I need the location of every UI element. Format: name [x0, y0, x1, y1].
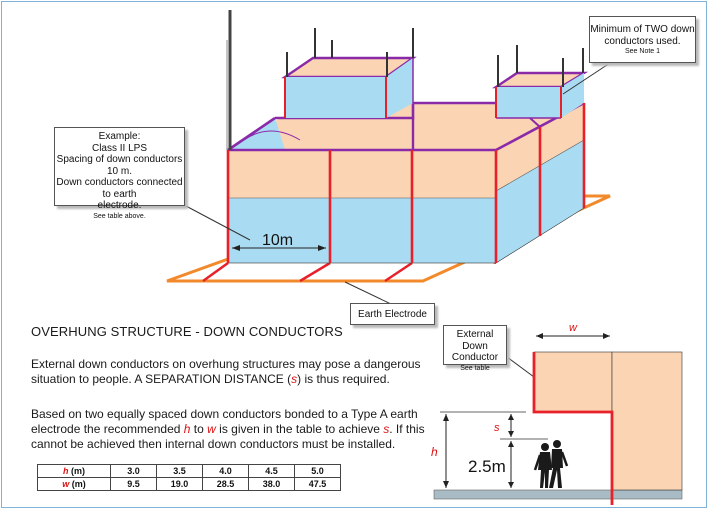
s-label: s: [494, 422, 500, 434]
dimension-arrow: [508, 414, 514, 420]
roof-block-front: [285, 77, 386, 118]
text-run: is given in the table to achieve: [215, 422, 384, 436]
roof-block-front: [496, 87, 561, 118]
dimension-arrow: [508, 441, 514, 447]
callout-line: conductors used.: [604, 35, 681, 47]
table-cell: 4.0: [202, 464, 249, 478]
text-run: situation to people. A SEPARATION DISTAN…: [31, 372, 292, 386]
h-label: h: [431, 445, 438, 459]
s-symbol: s: [291, 372, 298, 386]
table-cell: 38.0: [248, 477, 295, 491]
person-figure: [549, 440, 569, 488]
callout-line: Minimum of TWO down: [590, 24, 695, 35]
paragraph-recommendation: Based on two equally spaced down conduct…: [31, 407, 425, 452]
callout-leader: [562, 62, 611, 95]
paragraph-line: electrode the recommended h to w is give…: [31, 422, 425, 437]
text-run: . If this: [389, 422, 425, 436]
unit-label: (m): [71, 466, 85, 476]
dimension-arrow: [443, 481, 449, 488]
height-label: 2.5m: [468, 457, 506, 476]
dimension-label: 10m: [262, 232, 293, 249]
callout-note: See table: [460, 364, 490, 372]
roof-edge: [227, 116, 276, 152]
roof-block-side: [386, 58, 413, 118]
earth-connection: [384, 261, 413, 283]
overhang-upper: [533, 351, 613, 413]
callout-leader: [185, 205, 251, 241]
table-cell: 47.5: [294, 477, 341, 491]
roof-mesh-curve: [243, 130, 301, 141]
dimension-arrow: [508, 431, 514, 437]
callout-leader: [344, 281, 394, 306]
h-to-w-table: h (m) 3.0 3.5 4.0 4.5 5.0 w (m) 9.5 19.0…: [37, 464, 341, 491]
text-run: electrode the recommended: [31, 422, 184, 436]
callout-line: Spacing of down conductors 10 m.: [56, 154, 183, 177]
table-cell: 5.0: [294, 464, 341, 478]
h-symbol: h: [62, 466, 69, 476]
earth-connection: [299, 261, 331, 283]
callout-line: electrode.: [97, 200, 142, 211]
person-figure: [533, 443, 552, 488]
w-symbol: w: [62, 479, 70, 489]
dimension-arrow: [318, 245, 326, 251]
external-down-conductor: [532, 352, 614, 505]
paragraph-line: Based on two equally spaced down conduct…: [31, 407, 418, 421]
table-header-cell: w (m): [37, 477, 111, 491]
callout-line: Earth Electrode: [358, 309, 427, 320]
minimum-conductors-callout: Minimum of TWO down conductors used. See…: [589, 16, 696, 63]
table-row: w (m) 9.5 19.0 28.5 38.0 47.5: [37, 477, 341, 491]
roof-link: [529, 117, 541, 128]
s-symbol: s: [383, 422, 390, 436]
callout-line: Example:: [98, 131, 141, 142]
callout-line: Conductor: [451, 352, 499, 363]
unit-label: (m): [71, 479, 86, 489]
callout-line: Down conductors connected to earth: [56, 177, 183, 200]
ground-strip: [433, 489, 683, 500]
table-cell: 3.5: [156, 464, 203, 478]
paragraph-line: External down conductors on overhung str…: [31, 357, 421, 371]
external-down-callout: External Down Conductor See table: [443, 325, 507, 372]
text-run: to: [190, 422, 208, 436]
example-callout: Example: Class II LPS Spacing of down co…: [54, 127, 185, 220]
h-symbol: h: [183, 422, 191, 436]
overhang-body: [611, 351, 683, 491]
table-cell: 4.5: [248, 464, 295, 478]
w-label: w: [569, 322, 578, 334]
building-front-band: [228, 150, 496, 198]
callout-leader: [506, 356, 535, 378]
callout-note: See Note 1: [624, 48, 661, 55]
dimension-arrow: [443, 414, 449, 421]
dimension-arrow: [536, 333, 543, 339]
w-symbol: w: [207, 422, 216, 436]
paragraph-line: cannot be achieved then internal down co…: [31, 437, 396, 451]
paragraph-line: situation to people. A SEPARATION DISTAN…: [31, 372, 421, 387]
callout-line: External Down: [456, 329, 494, 352]
table-row: h (m) 3.0 3.5 4.0 4.5 5.0: [37, 464, 341, 478]
table-cell: 9.5: [110, 477, 157, 491]
table-cell: 19.0: [156, 477, 203, 491]
dimension-arrow: [232, 245, 240, 251]
section-title: OVERHUNG STRUCTURE - DOWN CONDUCTORS: [31, 324, 343, 339]
dimension-arrow: [603, 333, 610, 339]
paragraph-separation: External down conductors on overhung str…: [31, 357, 421, 387]
dimension-arrow: [508, 482, 514, 488]
callout-note: See table above.: [93, 212, 146, 220]
text-run: ) is thus required.: [297, 372, 390, 386]
earth-electrode-callout: Earth Electrode: [350, 303, 435, 325]
table-cell: 3.0: [110, 464, 157, 478]
callout-line: Class II LPS: [91, 142, 148, 154]
earth-connection: [202, 261, 229, 283]
table-header-cell: h (m): [37, 464, 111, 478]
table-cell: 28.5: [202, 477, 249, 491]
